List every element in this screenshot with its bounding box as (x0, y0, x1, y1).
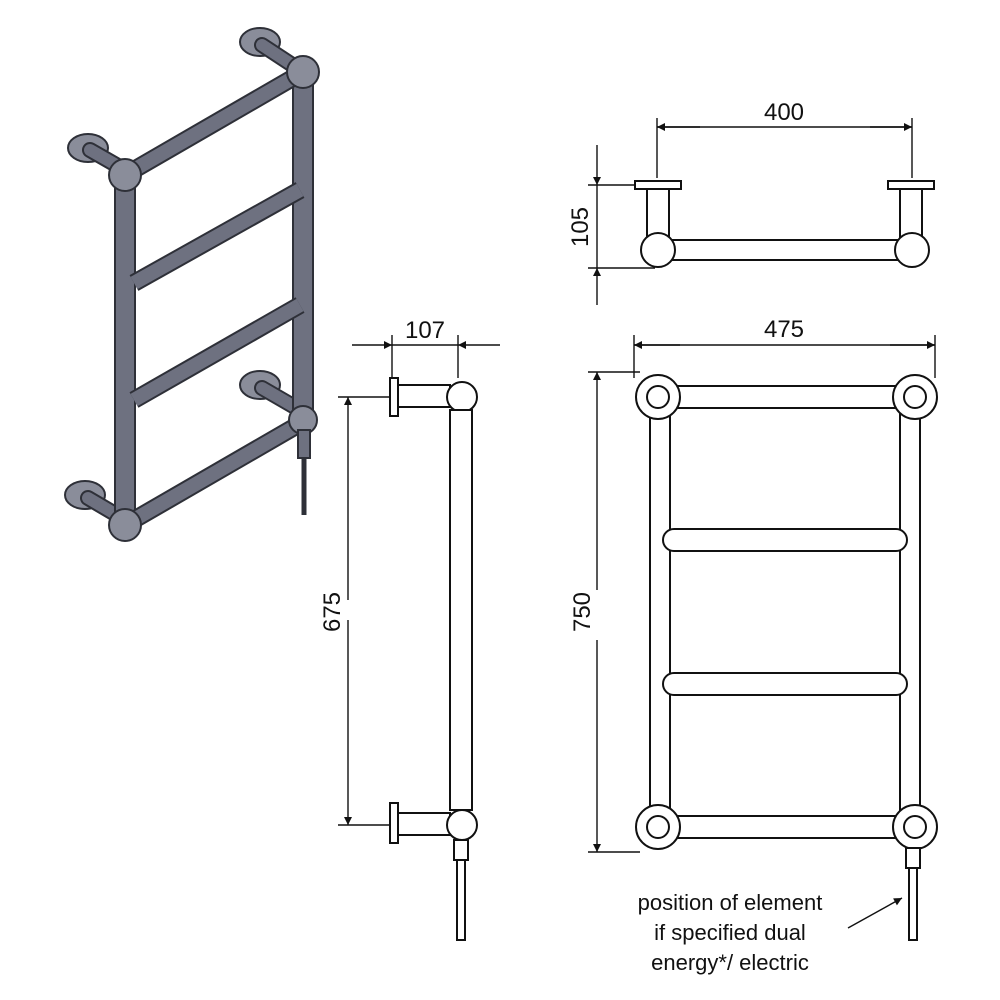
note-line-1: position of element (638, 890, 823, 915)
front-width-label: 475 (764, 316, 804, 343)
side-height-label: 675 (319, 592, 346, 632)
isometric-view (64, 27, 320, 542)
element-note: position of element if specified dual en… (638, 890, 823, 975)
top-depth-label: 105 (567, 207, 594, 247)
front-height-label: 750 (569, 592, 596, 632)
note-line-3: energy*/ electric (651, 950, 809, 975)
side-view: 107 675 (319, 317, 500, 941)
top-view: 400 105 (567, 99, 935, 305)
front-view: 475 750 (569, 316, 938, 941)
note-line-2: if specified dual (654, 920, 806, 945)
side-depth-label: 107 (405, 317, 445, 344)
top-width-label: 400 (764, 99, 804, 126)
